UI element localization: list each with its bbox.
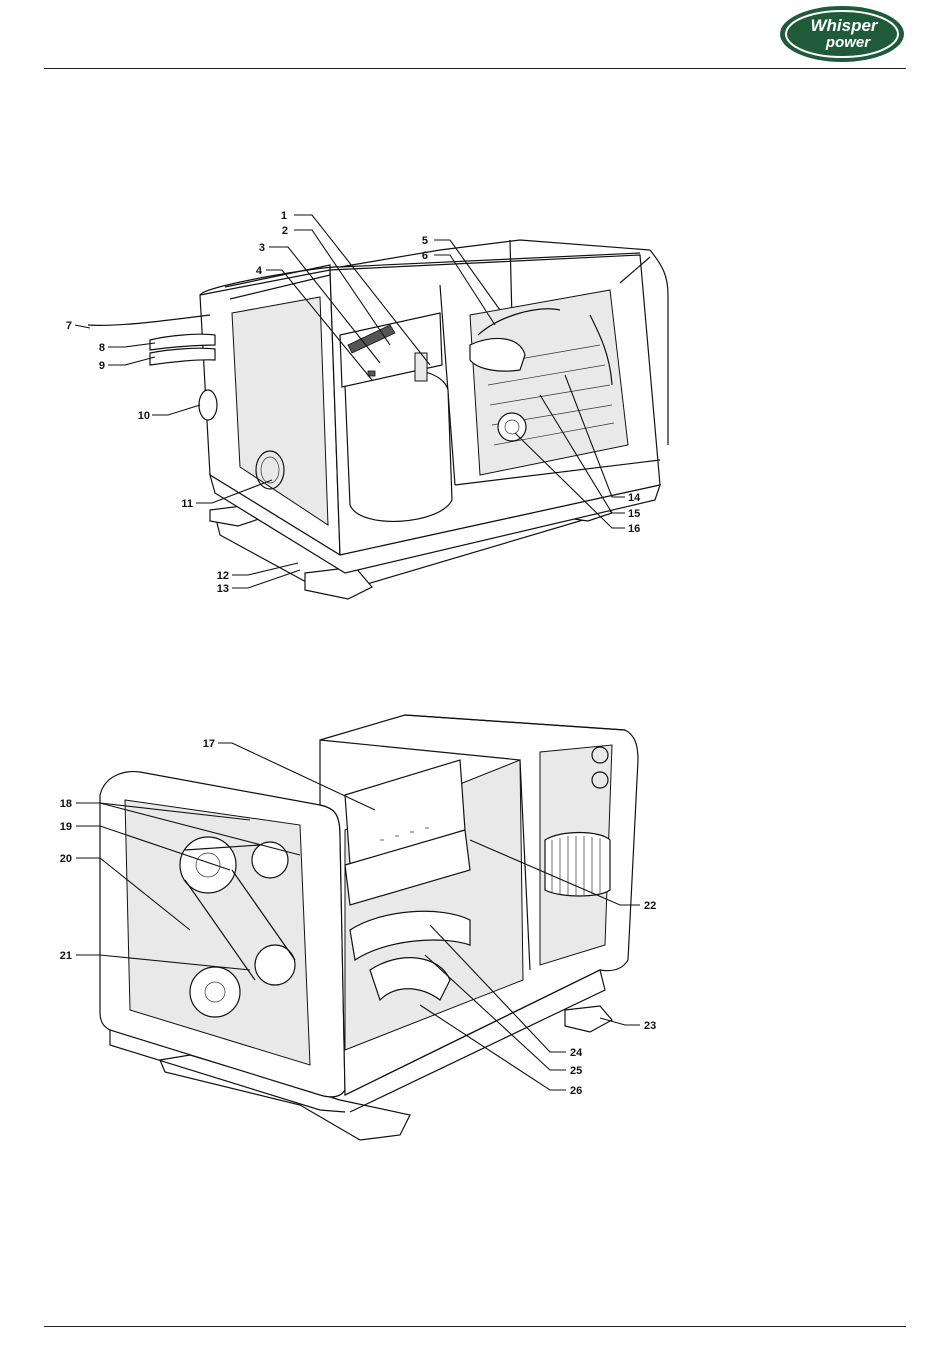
footer-divider — [44, 1326, 906, 1327]
callout-3: 3 — [259, 242, 265, 254]
callout-1: 1 — [281, 210, 287, 222]
logo-line1: Whisper — [810, 16, 878, 35]
callout-26: 26 — [570, 1085, 582, 1097]
callout-19: 19 — [60, 821, 72, 833]
callout-7: 7 — [66, 320, 72, 332]
callout-18: 18 — [60, 798, 72, 810]
callout-8: 8 — [99, 342, 105, 354]
generator-rear-view-drawing: 17 18 19 20 21 22 23 24 25 26 — [0, 700, 950, 1160]
callout-14: 14 — [628, 492, 641, 504]
callout-22: 22 — [644, 900, 656, 912]
callout-21: 21 — [60, 950, 72, 962]
callout-9: 9 — [99, 360, 105, 372]
callout-24: 24 — [570, 1047, 583, 1059]
callout-6: 6 — [422, 250, 428, 262]
whisper-power-logo: Whisper power — [778, 4, 906, 64]
callout-11: 11 — [181, 498, 193, 510]
callout-20: 20 — [60, 853, 72, 865]
callout-2: 2 — [282, 225, 288, 237]
callout-25: 25 — [570, 1065, 582, 1077]
logo-line2: power — [825, 34, 871, 51]
callout-23: 23 — [644, 1020, 656, 1032]
callout-17: 17 — [203, 738, 215, 750]
callout-12: 12 — [217, 570, 229, 582]
generator-front-view-drawing: 1 2 3 4 5 6 7 8 9 10 11 12 13 14 15 16 — [0, 195, 950, 615]
callout-10: 10 — [138, 410, 150, 422]
callout-15: 15 — [628, 508, 640, 520]
callout-4: 4 — [256, 265, 263, 277]
callout-16: 16 — [628, 523, 640, 535]
callout-5: 5 — [422, 235, 428, 247]
header-divider — [44, 68, 906, 69]
callout-13: 13 — [217, 583, 229, 595]
